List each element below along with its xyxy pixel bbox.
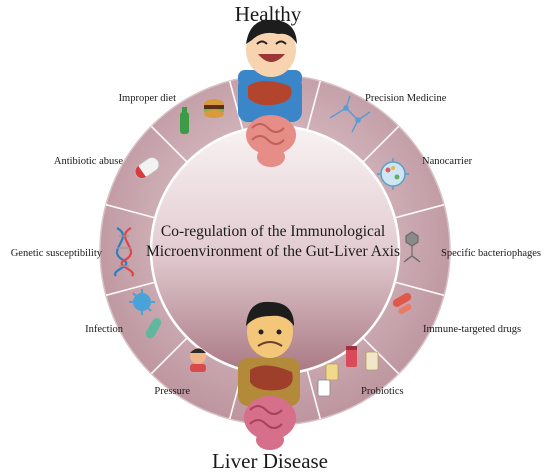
ring-divider bbox=[394, 203, 445, 219]
bacteriophage-icon bbox=[403, 231, 421, 263]
liver-diseased-icon bbox=[250, 365, 293, 391]
ring-divider bbox=[362, 337, 400, 375]
center-title-line-2: Microenvironment of the Gut-Liver Axis bbox=[146, 243, 400, 260]
ring-divider bbox=[150, 337, 188, 375]
pill-icon bbox=[392, 293, 412, 314]
ring-divider bbox=[228, 80, 244, 131]
label-probiotics: Probiotics bbox=[361, 386, 404, 397]
label-infection: Infection bbox=[85, 324, 124, 335]
ring-divider bbox=[306, 369, 322, 420]
molecular-network-icon bbox=[329, 95, 371, 133]
label-precision-medicine: Precision Medicine bbox=[365, 93, 447, 104]
center-title-line-1: Co-regulation of the Immunological bbox=[161, 223, 385, 240]
burger-and-bottle-icon bbox=[180, 99, 224, 134]
label-antibiotic-abuse: Antibiotic abuse bbox=[54, 156, 123, 167]
label-immune-targeted-drugs: Immune-targeted drugs bbox=[423, 324, 521, 335]
ring-divider bbox=[150, 125, 188, 163]
label-nanocarrier: Nanocarrier bbox=[422, 156, 473, 167]
capsule-icon bbox=[134, 157, 160, 179]
healthy-person-illustration bbox=[238, 19, 302, 167]
sick-person-illustration bbox=[238, 301, 300, 450]
label-specific-bacteriophages: Specific bacteriophages bbox=[441, 248, 541, 259]
stressed-person-icon bbox=[190, 348, 206, 372]
label-genetic-susceptibility: Genetic susceptibility bbox=[11, 248, 103, 259]
nanoparticle-icon bbox=[377, 158, 409, 190]
label-pressure: Pressure bbox=[154, 386, 190, 397]
liver-healthy-icon bbox=[248, 81, 292, 106]
liver-disease-title: Liver Disease bbox=[212, 449, 328, 473]
virus-and-bacterium-icon bbox=[129, 289, 162, 339]
ring-divider bbox=[362, 125, 400, 163]
probiotic-bottles-icon bbox=[317, 346, 379, 397]
ring-divider bbox=[105, 203, 156, 219]
label-improper-diet: Improper diet bbox=[119, 93, 177, 104]
dna-icon bbox=[113, 227, 135, 277]
ring-divider bbox=[306, 80, 322, 131]
ring-divider bbox=[394, 281, 445, 297]
ring-divider bbox=[105, 281, 156, 297]
healthy-title: Healthy bbox=[235, 2, 302, 26]
